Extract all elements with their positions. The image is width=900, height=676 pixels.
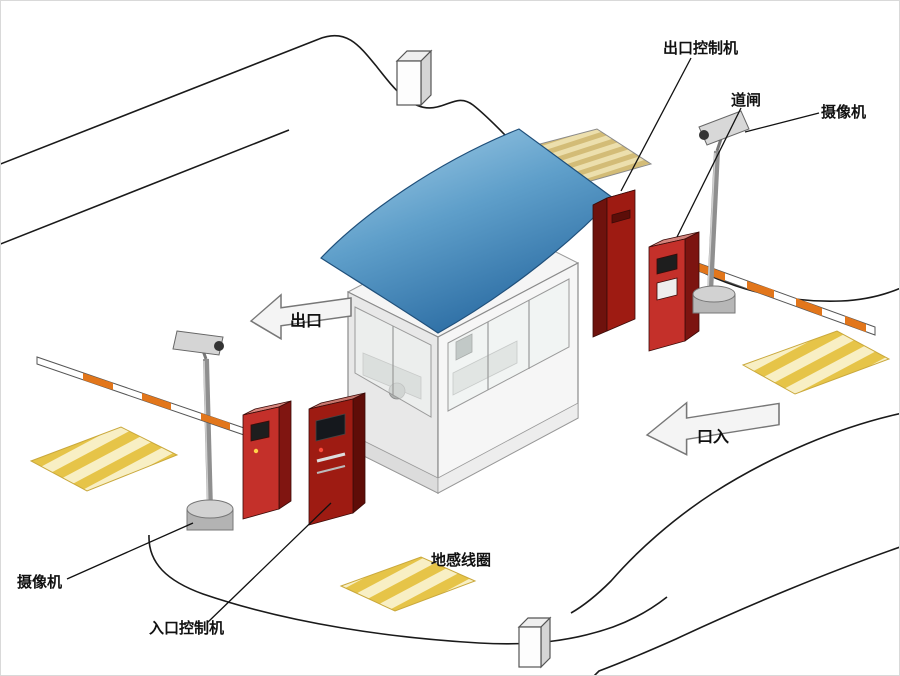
exit-barrier-panel [656,277,678,301]
label-exit-controller: 出口控制机 [663,39,738,57]
entry-controller-machine [308,392,366,526]
camera-left [172,330,234,531]
entry-controller-slot-2 [316,465,346,474]
exit-controller-machine [592,189,636,338]
label-camera-right: 摄像机 [821,103,866,121]
post-top [395,49,433,107]
entry-controller-led [318,447,324,453]
text-labels: 出口控制机 道闸 摄像机 摄像机 入口控制机 地感线圈 [17,39,866,637]
label-camera-left: 摄像机 [17,573,62,591]
exit-controller-vent [611,209,631,224]
leader-lines [66,57,820,624]
entry-barrier-arm [36,356,248,437]
camera-left-pole-highlight [203,360,209,508]
entry-controller-screen [315,413,346,442]
booth-canopy-roof [320,128,614,334]
road-right-outer [692,266,899,303]
entry-arrow-label: 口入 [697,427,729,446]
road-top-bend [318,34,512,142]
entry-arrow-shape [645,401,780,456]
road-top-inner [1,129,290,245]
entry-controller-slot-1 [316,452,346,463]
post-bottom [517,616,552,669]
leader-entry-controller [206,502,332,624]
entry-barrier-side [278,400,292,510]
road-right-lane [570,413,899,614]
camera-right-lens [699,130,709,140]
exit-controller-front [606,189,636,332]
ground-coil-right [741,330,891,395]
entry-barrier-led [253,448,259,454]
leader-exit-controller [620,57,692,192]
entry-barrier-display [250,420,270,442]
exit-controller-side [592,197,608,338]
road-lines [1,34,899,675]
camera-left-lens [214,341,224,351]
exit-arm-stripe [845,316,866,332]
camera-right-pole-highlight [707,152,716,292]
entry-arm-stripe [142,393,171,410]
post-bottom-side [540,616,551,669]
entry-direction-arrow [645,401,780,456]
camera-left-base-top [186,499,234,519]
post-top-front [396,60,422,106]
entry-arm-stripe [201,413,230,430]
leader-barrier [676,107,742,238]
entry-controller-side [352,392,366,514]
exit-barrier-side [684,231,700,342]
post-top-side [420,49,432,107]
entry-barrier-machine [36,356,292,520]
camera-right-base-top [692,285,736,303]
entry-arm-stripe [83,373,113,390]
ground-coil-left [29,426,179,492]
label-ground-coil: 地感线圈 [431,551,491,569]
exit-barrier-display [656,253,678,275]
leader-camera-left [66,522,194,580]
road-island-curve [148,534,668,645]
road-bottom-outer [593,546,899,675]
label-barrier: 道闸 [731,91,761,109]
leader-camera-right [744,112,820,133]
camera-left-body [172,330,224,356]
camera-right-body [698,110,750,146]
exit-arrow-label: 出口 [290,311,322,330]
exit-direction-arrow [249,293,352,341]
road-top-outer [1,38,320,165]
camera-right [692,110,750,314]
exit-arm-stripe [747,281,774,298]
exit-arm-stripe [796,298,822,316]
ground-coil-bottom [339,556,477,612]
entry-arm-stripes [83,373,230,430]
post-bottom-front [518,626,542,668]
booth-base-right [437,402,579,494]
camera-right-pole [707,150,720,294]
camera-left-pole [203,358,213,510]
label-entry-controller: 入口控制机 [149,619,224,637]
exit-arrow-shape [249,293,352,341]
